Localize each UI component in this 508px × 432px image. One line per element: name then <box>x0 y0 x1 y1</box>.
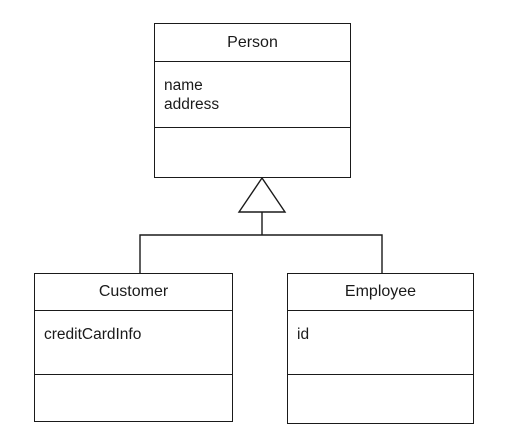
attributes-compartment: creditCardInfo <box>35 310 232 374</box>
class-name: Employee <box>344 283 417 300</box>
class-name: Customer <box>98 283 169 300</box>
operations-compartment <box>155 127 350 177</box>
attribute-address: address <box>164 96 220 113</box>
attribute-credit-card-info: creditCardInfo <box>44 326 142 343</box>
class-name-compartment: Employee <box>288 274 473 310</box>
operations-compartment <box>288 374 473 423</box>
attributes-compartment: name address <box>155 61 350 127</box>
generalization-arrowhead <box>237 176 287 213</box>
attribute-name: name <box>164 77 203 94</box>
class-box-employee[interactable]: Employee id <box>287 273 474 424</box>
attribute-id: id <box>297 326 310 343</box>
class-name-compartment: Person <box>155 24 350 61</box>
class-box-person[interactable]: Person name address <box>154 23 351 178</box>
inheritance-branch-line <box>139 234 383 273</box>
operations-compartment <box>35 374 232 421</box>
class-box-customer[interactable]: Customer creditCardInfo <box>34 273 233 422</box>
class-name-compartment: Customer <box>35 274 232 310</box>
attributes-compartment: id <box>288 310 473 374</box>
class-name: Person <box>227 33 278 51</box>
